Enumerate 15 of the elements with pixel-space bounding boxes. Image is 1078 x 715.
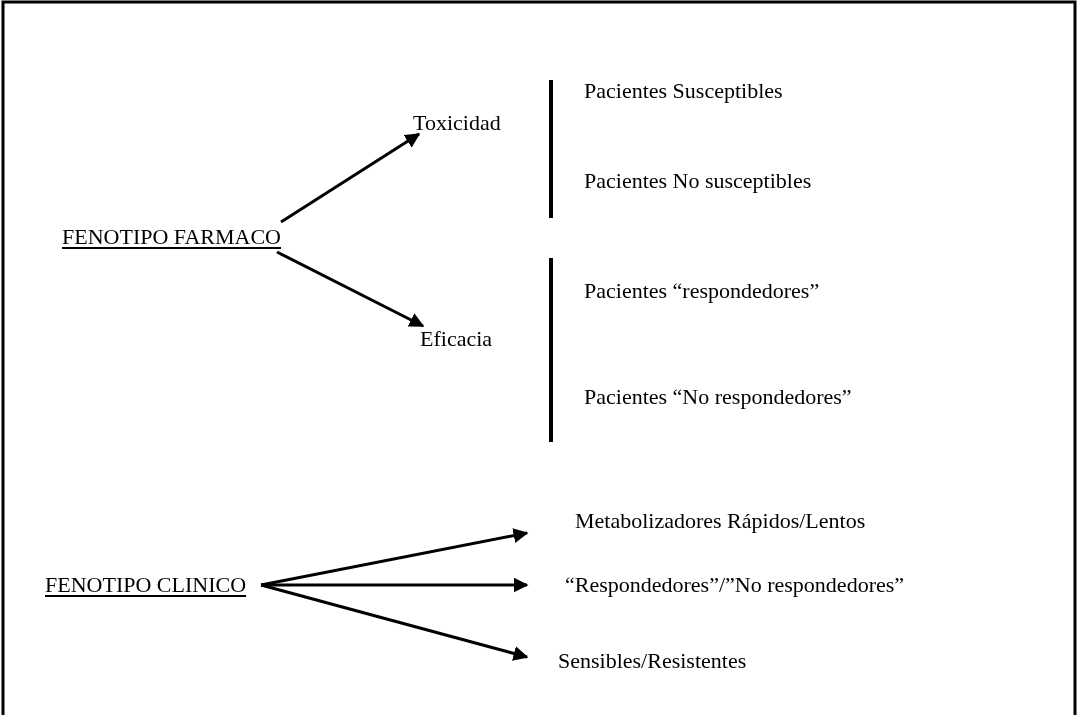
node-label: FENOTIPO CLINICO <box>45 572 247 598</box>
group-item-text: Pacientes “respondedores” <box>584 278 820 304</box>
arrow <box>260 528 529 587</box>
node-label: “Respondedores”/”No respondedores” <box>565 572 905 598</box>
arrow <box>276 250 425 328</box>
node-label: FENOTIPO FARMACO <box>62 224 281 250</box>
node-label: Toxicidad <box>413 110 501 136</box>
group-item-text: Pacientes “No respondedores” <box>584 384 852 410</box>
group-item-text: Pacientes No susceptibles <box>584 168 812 194</box>
node-label: Eficacia <box>420 326 493 352</box>
group-item-text: Pacientes Susceptibles <box>584 78 783 104</box>
arrow <box>280 132 421 224</box>
node-label: Sensibles/Resistentes <box>558 648 747 674</box>
node-label: Metabolizadores Rápidos/Lentos <box>575 508 866 534</box>
arrow <box>260 583 529 661</box>
